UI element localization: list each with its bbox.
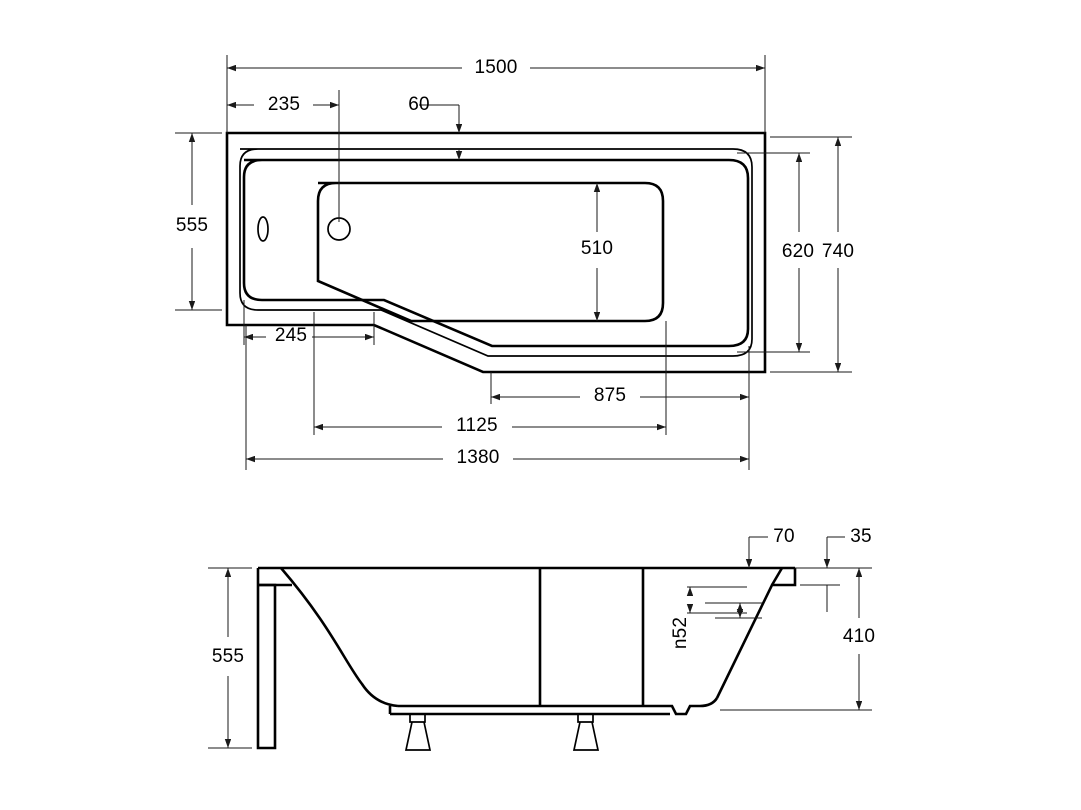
- dimension-875: 875: [490, 346, 750, 406]
- dimension-label-555-plan: 555: [176, 215, 208, 236]
- dimension-label-620: 620: [782, 241, 814, 262]
- dimension-235: 235: [226, 90, 340, 222]
- foot-left: [404, 714, 432, 751]
- dimension-label-235: 235: [268, 94, 300, 115]
- dimension-label-510: 510: [581, 238, 613, 259]
- plan-bath-wall: [242, 158, 750, 348]
- dimension-label-70: 70: [773, 526, 795, 547]
- dimension-555-side: 555: [208, 567, 252, 749]
- dimension-740: 740: [770, 136, 854, 373]
- dimension-35: 35: [800, 526, 872, 612]
- side-rim-lip-line: [770, 567, 784, 586]
- dimension-label-1380: 1380: [456, 447, 499, 468]
- dimension-label-410: 410: [843, 626, 875, 647]
- dimension-60: 60: [408, 94, 463, 160]
- side-waste-recess: [663, 697, 719, 716]
- side-left-slope: [280, 567, 399, 708]
- plan-outer-rim: [225, 131, 767, 374]
- plan-inner-rim: [239, 148, 753, 357]
- dimension-label-1500: 1500: [474, 57, 517, 78]
- dimension-label-245: 245: [275, 325, 307, 346]
- dimension-555-plan: 555: [175, 132, 222, 311]
- dimension-label-555-side: 555: [212, 646, 244, 667]
- dimension-n52: n52: [670, 586, 762, 649]
- dimension-1500: 1500: [226, 55, 766, 133]
- side-base-plinth: [388, 704, 670, 716]
- dimension-1125: 1125: [313, 312, 667, 436]
- dimension-label-1125: 1125: [456, 415, 498, 436]
- foot-right: [572, 714, 600, 751]
- dimension-label-35: 35: [850, 526, 872, 547]
- dimension-label-60: 60: [408, 94, 430, 115]
- dimension-245: 245: [243, 300, 375, 346]
- dimension-label-n52: n52: [670, 617, 691, 649]
- dimension-1380: 1380: [245, 325, 750, 470]
- side-elevation-group: 555 70 35 410: [208, 526, 875, 751]
- plan-bath-well: [316, 181, 665, 323]
- dimension-410: 410: [720, 567, 875, 711]
- side-right-slope: [715, 568, 797, 699]
- dimension-70: 70: [745, 526, 795, 568]
- dimension-510: 510: [581, 183, 613, 321]
- plan-view-group: 1500 235 60: [175, 55, 854, 470]
- overflow-slot-icon: [257, 216, 269, 242]
- side-end-panel: [256, 568, 292, 750]
- dimension-label-875: 875: [594, 385, 626, 406]
- dimension-label-740: 740: [822, 241, 854, 262]
